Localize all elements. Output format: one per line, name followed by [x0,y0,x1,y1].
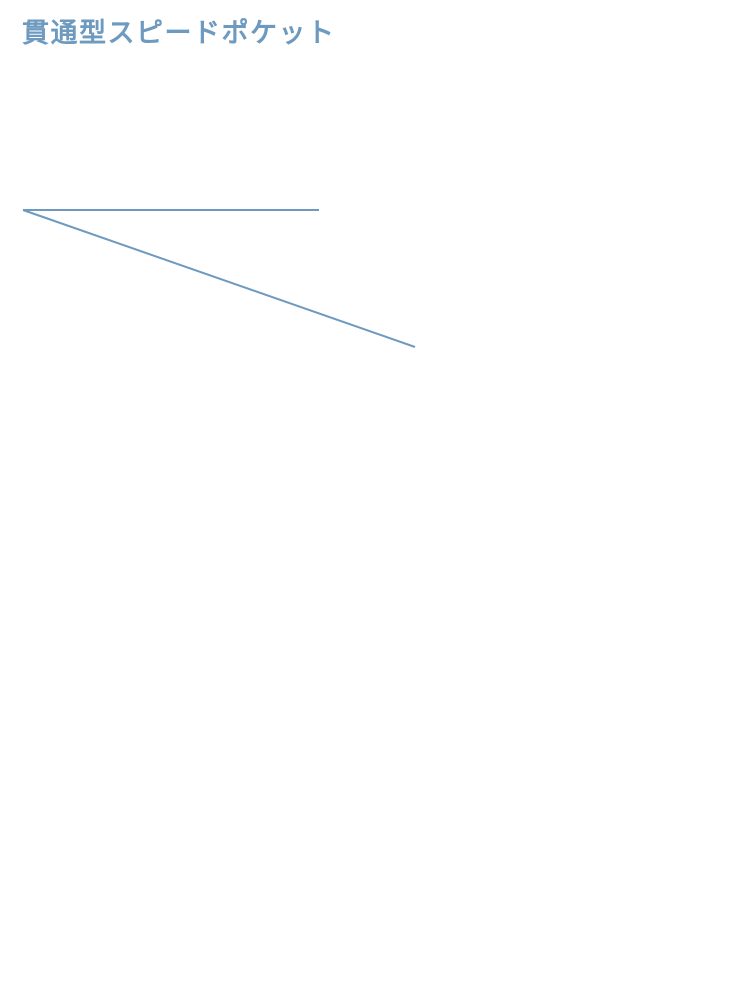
callout-diagonal-line [22,209,416,348]
feature-title: 貫通型スピードポケット [22,18,336,49]
